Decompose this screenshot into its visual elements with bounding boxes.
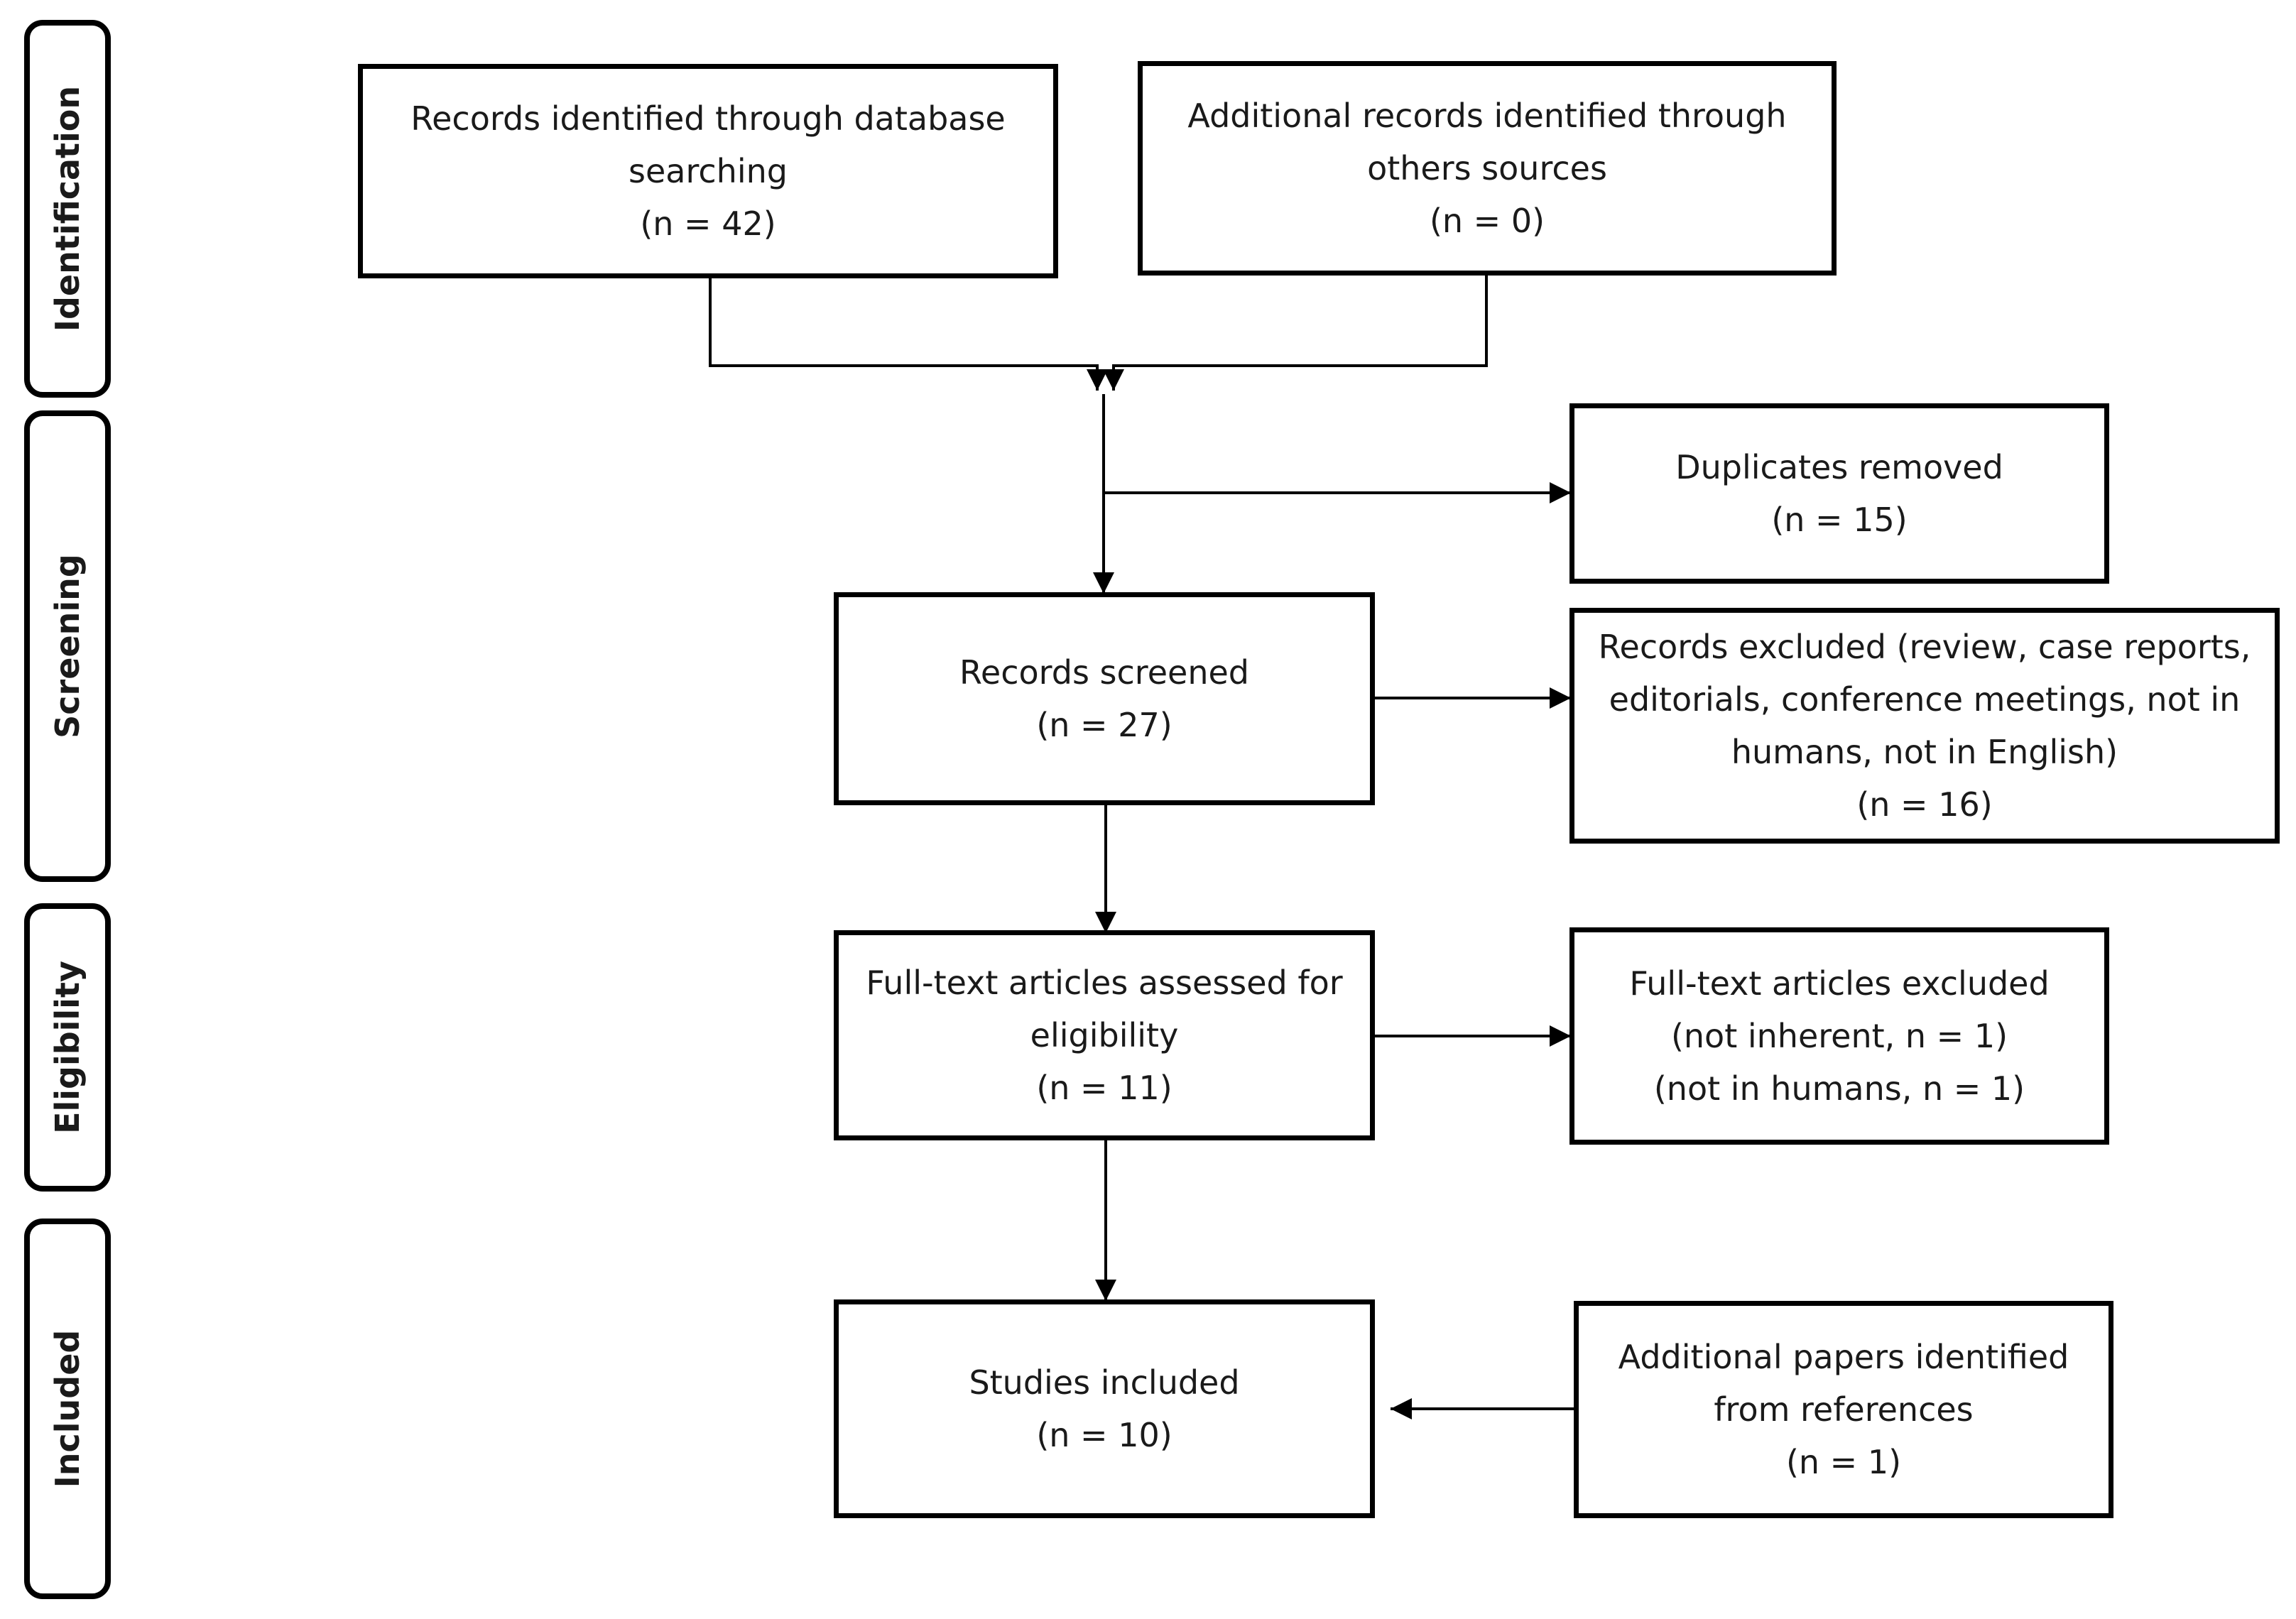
stage-eligibility: Eligibility — [24, 903, 111, 1192]
box-records-excluded-text: Records excluded (review, case reports, … — [1598, 628, 2251, 771]
stage-included: Included — [24, 1219, 111, 1599]
box-additional-references-count: (n = 1) — [1785, 1443, 1902, 1481]
box-records-excluded: Records excluded (review, case reports, … — [1569, 608, 2280, 844]
box-duplicates-removed-text: Duplicates removed — [1675, 448, 2003, 486]
connector-db-to-merge — [709, 276, 1108, 391]
box-other-sources-text: Additional records identified through ot… — [1187, 97, 1787, 187]
box-duplicates-removed: Duplicates removed (n = 15) — [1569, 403, 2109, 584]
box-fulltext-assessed-text: Full-text articles assessed for eligibil… — [866, 964, 1343, 1054]
stage-label-eligibility: Eligibility — [48, 961, 87, 1134]
stage-screening: Screening — [24, 410, 111, 882]
box-studies-included-count: (n = 10) — [1036, 1416, 1173, 1454]
box-studies-included-text: Studies included — [969, 1363, 1240, 1402]
box-records-screened: Records screened (n = 27) — [834, 592, 1375, 805]
box-duplicates-removed-count: (n = 15) — [1771, 501, 1908, 539]
stage-identification: Identification — [24, 20, 111, 398]
box-fulltext-assessed-count: (n = 11) — [1036, 1069, 1173, 1107]
box-additional-references-text: Additional papers identified from refere… — [1618, 1338, 2069, 1429]
connector-other-to-merge — [1103, 274, 1488, 391]
box-fulltext-excluded: Full-text articles excluded (not inheren… — [1569, 927, 2109, 1145]
box-fulltext-assessed: Full-text articles assessed for eligibil… — [834, 930, 1375, 1140]
box-fulltext-excluded-reason-2: (not in humans, n = 1) — [1653, 1069, 2025, 1108]
box-other-sources: Additional records identified through ot… — [1138, 61, 1837, 276]
box-records-excluded-count: (n = 16) — [1856, 785, 1993, 824]
box-database-records: Records identified through database sear… — [358, 64, 1058, 278]
stage-label-screening: Screening — [48, 554, 87, 738]
box-additional-references: Additional papers identified from refere… — [1574, 1301, 2113, 1518]
box-other-sources-count: (n = 0) — [1429, 202, 1545, 240]
box-records-screened-text: Records screened — [959, 653, 1249, 692]
box-fulltext-excluded-reason-1: (not inherent, n = 1) — [1670, 1017, 2008, 1055]
box-database-records-text: Records identified through database sear… — [410, 99, 1006, 190]
stage-label-included: Included — [48, 1329, 87, 1488]
stage-label-identification: Identification — [48, 85, 87, 332]
box-records-screened-count: (n = 27) — [1036, 706, 1173, 744]
box-fulltext-excluded-text: Full-text articles excluded — [1629, 964, 2050, 1003]
box-database-records-count: (n = 42) — [640, 205, 776, 243]
box-studies-included: Studies included (n = 10) — [834, 1299, 1375, 1518]
